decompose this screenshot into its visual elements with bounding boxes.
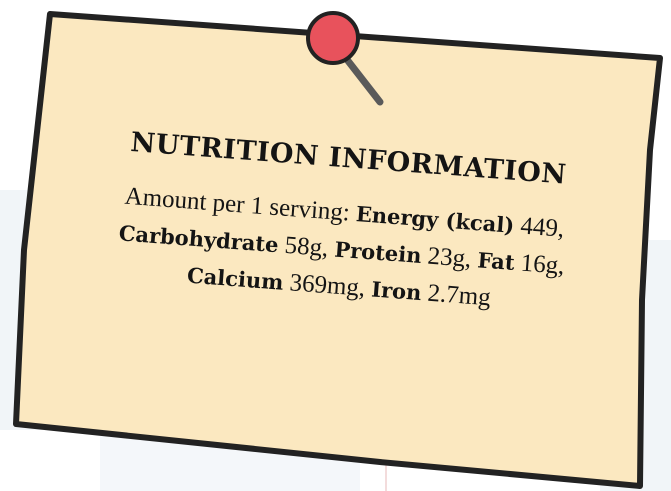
serving-intro: Amount per 1 serving: (123, 182, 351, 227)
nutrient-value: 449, (519, 212, 566, 243)
nutrient-value: 16g, (519, 249, 566, 280)
nutrient-value: 23g, (426, 242, 473, 273)
push-pin-icon (306, 11, 384, 106)
note-paper (13, 11, 663, 489)
background-line (385, 450, 387, 491)
nutrient-name: Carbohydrate (118, 220, 280, 258)
nutrient-value: 2.7mg (426, 279, 492, 312)
nutrient-name: Fat (476, 247, 516, 276)
nutrient-name: Energy (kcal) (355, 201, 516, 238)
nutrient-value: 58g, (283, 231, 330, 263)
nutrient-name: Calcium (186, 262, 285, 295)
nutrient-name: Protein (333, 236, 423, 269)
nutrient-name: Iron (370, 276, 423, 306)
nutrient-value: 369mg, (288, 269, 367, 302)
